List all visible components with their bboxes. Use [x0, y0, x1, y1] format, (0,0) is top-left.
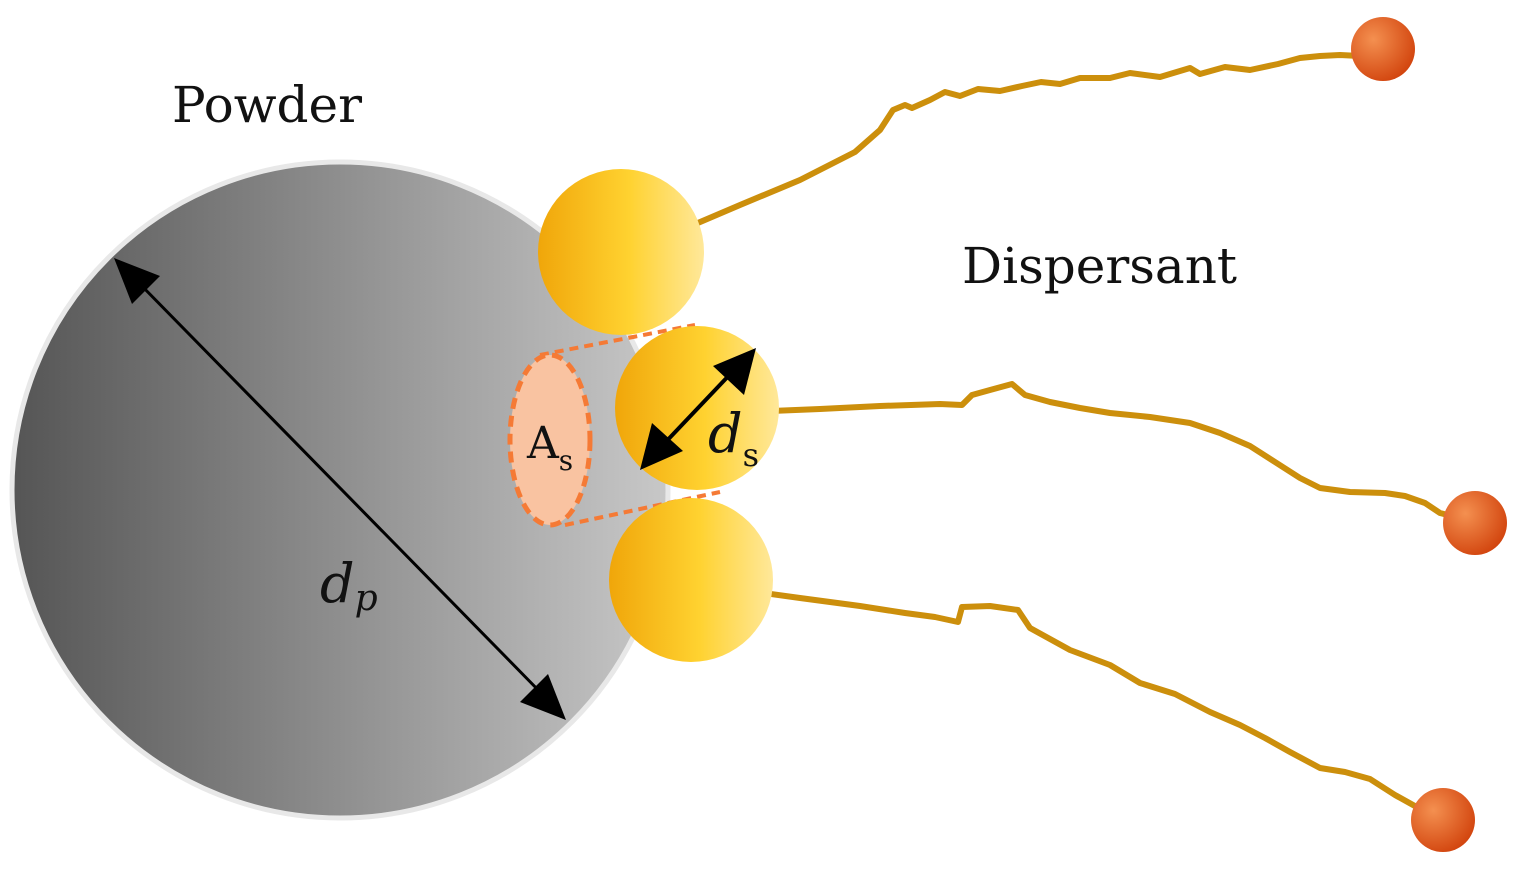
anchor-group-top [538, 169, 704, 335]
dispersant-chain-bottom [739, 587, 1443, 823]
powder-diameter-symbol: d [320, 552, 355, 615]
tail-bead-top [1351, 17, 1415, 81]
dispersant-chain-middle [745, 381, 1478, 525]
dispersant-diameter-label: ds [708, 402, 759, 474]
adsorption-area-label: As [526, 418, 573, 477]
dispersant-label: Dispersant [962, 237, 1237, 295]
dispersant-diameter-subscript: s [743, 436, 759, 474]
dispersant-diameter-symbol: d [708, 402, 743, 465]
powder-label: Powder [172, 76, 362, 134]
powder-diameter-label: dp [320, 552, 378, 619]
area-subscript: s [559, 444, 573, 477]
tail-bead-middle [1443, 491, 1507, 555]
adsorption-area-ellipse [507, 352, 593, 528]
anchor-group-bottom [609, 498, 773, 662]
dispersant-chain-top [669, 49, 1386, 237]
powder-diameter-arrow [114, 258, 566, 720]
powder-diameter-subscript: p [355, 578, 378, 619]
tail-bead-bottom [1411, 788, 1475, 852]
area-symbol: A [526, 418, 560, 469]
adsorption-cylinder-outline [539, 323, 721, 527]
dispersant-diameter-arrow [640, 348, 756, 470]
